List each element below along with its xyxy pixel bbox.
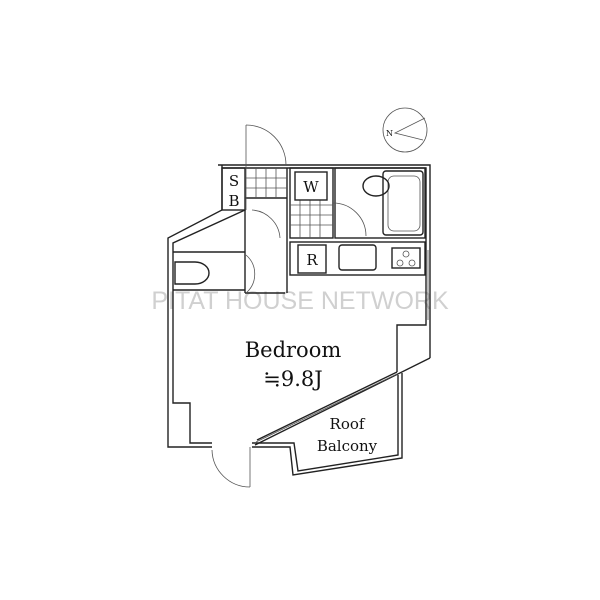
outer-walls <box>167 164 431 476</box>
tile-floor <box>246 168 333 238</box>
fixtures <box>174 170 424 285</box>
bedroom-size: ≒9.8J <box>263 367 322 391</box>
stove-icon <box>391 247 421 269</box>
bedroom-label: Bedroom <box>245 338 342 362</box>
bathtub-icon <box>382 170 424 236</box>
storage-label-s: S <box>229 172 239 190</box>
washer-box <box>294 171 328 201</box>
fridge-box <box>297 244 327 274</box>
balcony-label-line2: Balcony <box>317 437 378 455</box>
washbasin-icon <box>362 175 390 197</box>
watermark: PITAT HOUSE NETWORK <box>151 287 449 315</box>
sink-icon <box>338 244 377 271</box>
toilet-icon <box>174 261 210 285</box>
doors <box>211 124 367 488</box>
storage-label-b: B <box>228 192 239 210</box>
washer-label: W <box>303 178 319 196</box>
compass-label: N <box>386 129 393 138</box>
balcony-label-line1: Roof <box>330 415 366 433</box>
fridge-label: R <box>306 251 318 269</box>
compass-icon: N <box>382 107 428 153</box>
interior-walls <box>173 167 426 294</box>
